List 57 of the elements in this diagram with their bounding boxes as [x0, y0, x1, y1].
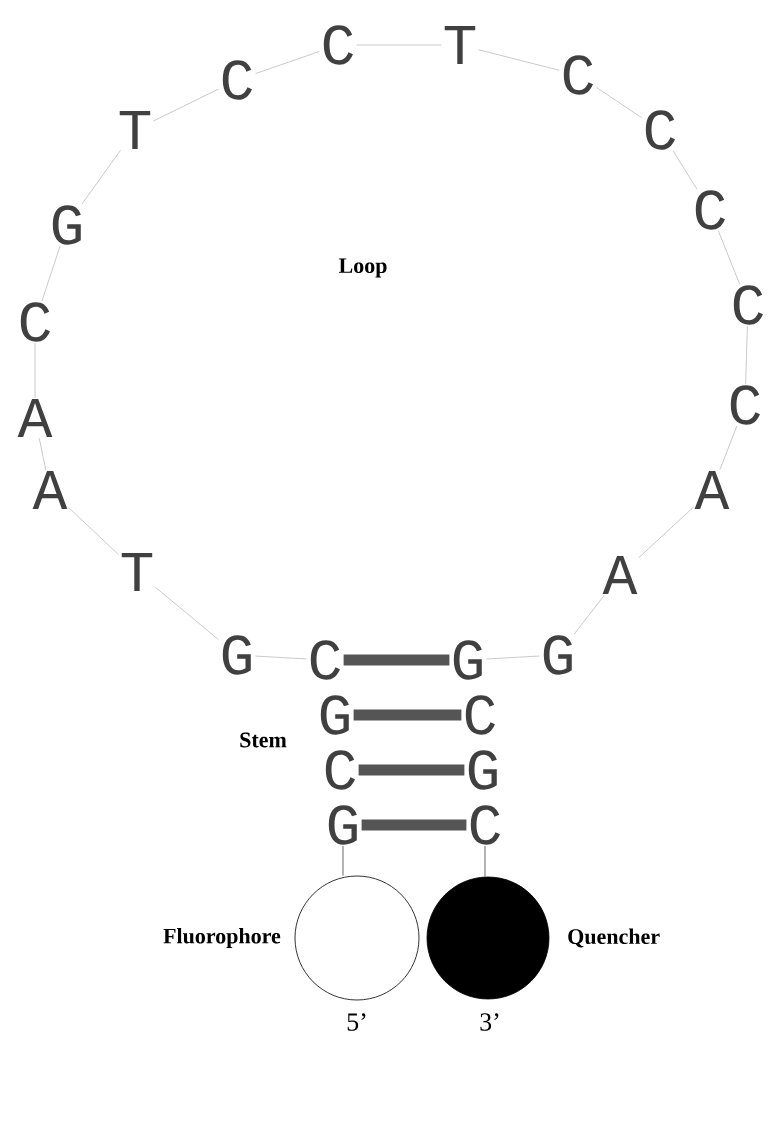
backbone-line	[68, 507, 119, 555]
base-letter: T	[444, 25, 476, 65]
base-letter: C	[325, 750, 355, 790]
base-letter: C	[310, 640, 340, 680]
end-label: 3’	[480, 1013, 499, 1031]
backbone-line	[255, 51, 320, 74]
backbone-line	[718, 230, 740, 285]
base-letter: G	[320, 695, 349, 735]
base-pair-bar	[361, 819, 467, 831]
base-pair-bar	[353, 709, 462, 721]
backbone-line	[38, 438, 47, 470]
fluorophore-circle	[294, 875, 420, 1001]
base-letter: A	[602, 555, 638, 595]
region-label: Stem	[240, 732, 287, 748]
backbone-line	[573, 595, 605, 635]
linker-line	[342, 845, 344, 876]
backbone-line	[672, 150, 698, 190]
base-letter: G	[543, 635, 572, 675]
base-letter: T	[121, 552, 153, 592]
backbone-line	[486, 655, 540, 660]
base-letter: G	[222, 635, 251, 675]
base-letter: A	[32, 470, 68, 510]
base-letter: C	[222, 60, 252, 100]
base-letter: G	[468, 750, 497, 790]
quencher-circle	[426, 876, 550, 1000]
backbone-line	[638, 506, 694, 559]
backbone-line	[719, 425, 738, 470]
base-letter: C	[20, 302, 50, 342]
label-text: Fluorophore	[163, 928, 281, 948]
base-letter: G	[328, 805, 357, 845]
backbone-line	[596, 87, 642, 118]
backbone-line	[81, 150, 121, 205]
base-letter: C	[323, 25, 353, 65]
base-letter: C	[730, 385, 760, 425]
base-pair-bar	[358, 764, 465, 776]
base-letter: T	[119, 110, 151, 150]
backbone-line	[155, 587, 219, 640]
end-label: 5’	[347, 1013, 366, 1031]
base-letter: C	[695, 190, 725, 230]
base-letter: C	[733, 285, 763, 325]
base-letter: A	[17, 398, 53, 438]
base-letter: C	[563, 55, 593, 95]
base-letter: A	[694, 470, 730, 510]
base-pair-bar	[343, 654, 450, 666]
base-letter: C	[465, 695, 495, 735]
base-letter: C	[470, 805, 500, 845]
base-letter: G	[52, 205, 81, 245]
backbone-line	[41, 245, 61, 302]
linker-line	[484, 845, 486, 877]
backbone-line	[745, 325, 748, 385]
base-letter: G	[453, 640, 482, 680]
region-label: Loop	[338, 258, 387, 278]
base-letter: C	[645, 110, 675, 150]
label-text: Quencher	[568, 928, 660, 948]
backbone-line	[255, 655, 307, 660]
backbone-line	[478, 49, 560, 71]
backbone-line	[153, 88, 219, 122]
